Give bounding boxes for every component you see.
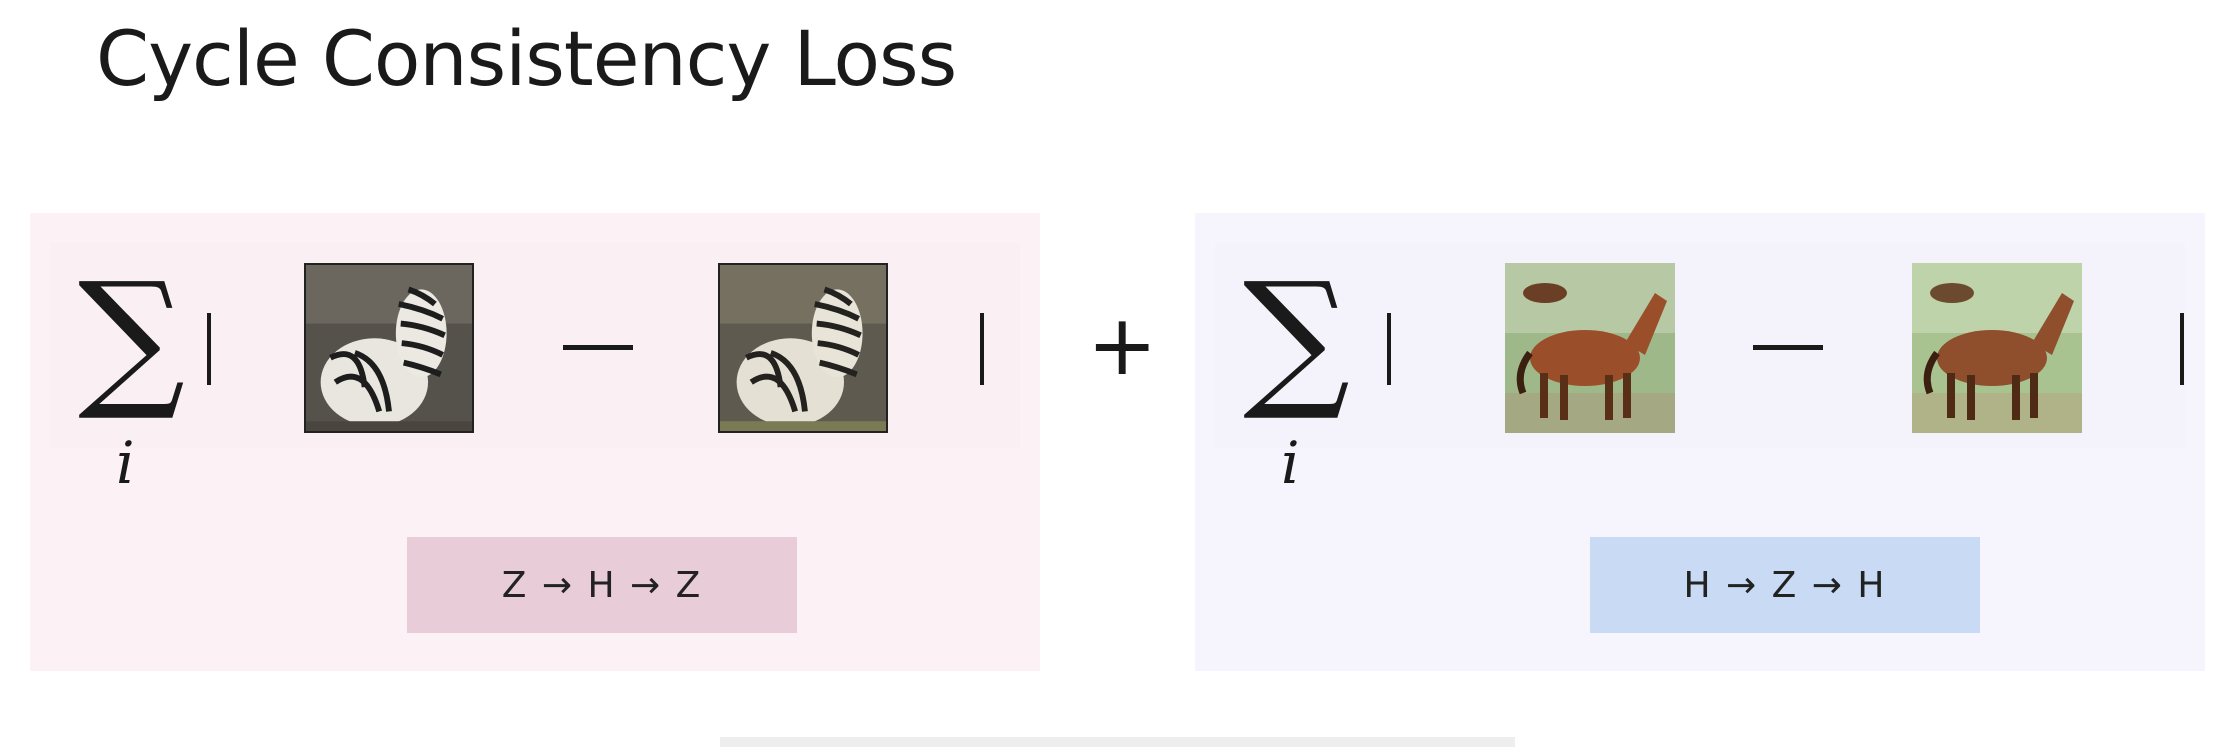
summation-index: i: [1281, 429, 1300, 497]
zebra-cycle-panel: ∑ i: [30, 213, 1040, 671]
plus-sign: +: [1087, 296, 1158, 394]
summation-symbol: ∑: [1243, 251, 1351, 425]
summation-symbol: ∑: [78, 251, 186, 425]
zebra-reconstructed-image: [718, 263, 888, 433]
abs-bar-right: [2180, 313, 2184, 385]
horse-reconstructed-image: [1912, 263, 2082, 433]
zebra-original-image: [304, 263, 474, 433]
zebra-loss-formula: ∑ i: [50, 243, 1020, 497]
horse-cycle-path-label: H → Z → H: [1590, 537, 1980, 633]
abs-bar-left: [207, 313, 211, 385]
zebra-cycle-path-label: Z → H → Z: [407, 537, 797, 633]
minus-sign: [563, 345, 633, 350]
bottom-divider: [720, 737, 1515, 747]
horse-loss-formula: ∑ i: [1215, 243, 2185, 497]
abs-bar-left: [1387, 313, 1391, 385]
horse-original-image: [1505, 263, 1675, 433]
summation-index: i: [116, 429, 135, 497]
abs-bar-right: [980, 313, 984, 385]
minus-sign: [1753, 345, 1823, 350]
horse-cycle-panel: ∑ i: [1195, 213, 2205, 671]
slide-title: Cycle Consistency Loss: [96, 14, 957, 103]
